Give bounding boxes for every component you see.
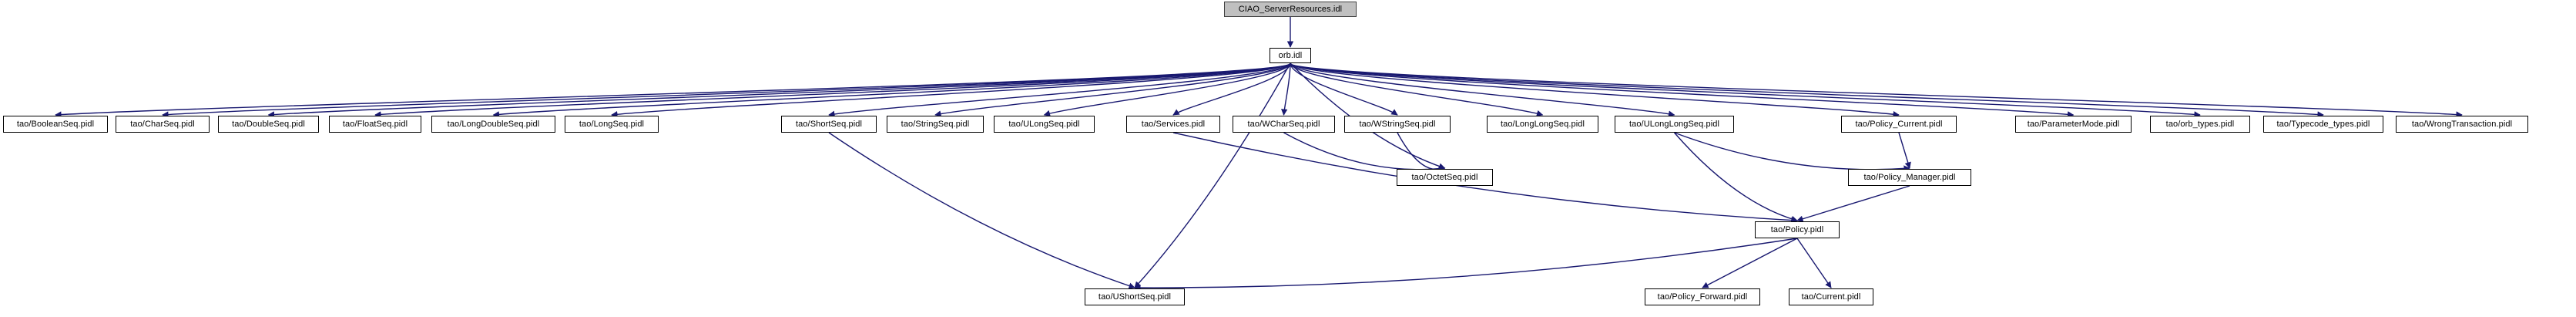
graph-node-label: orb.idl [1278,50,1303,60]
graph-edge [1281,62,1291,116]
graph-edge [1796,185,1910,222]
graph-node[interactable]: tao/Policy_Current.pidl [1841,116,1957,133]
graph-edge [1290,62,2201,118]
graph-edge [1290,62,2324,118]
graph-node[interactable]: orb.idl [1270,48,1311,63]
graph-node-label: tao/LongSeq.pidl [579,119,645,129]
graph-node[interactable]: tao/ULongSeq.pidl [994,116,1095,133]
graph-edge [1796,238,1832,288]
graph-edge [934,62,1291,117]
graph-node[interactable]: tao/LongDoubleSeq.pidl [431,116,555,133]
graph-node-label: tao/Policy.pidl [1770,224,1824,234]
graph-node-label: tao/Typecode_types.pidl [2276,119,2370,129]
graph-edge [1134,238,1798,292]
graph-edge [267,62,1291,118]
graph-node-label: tao/Policy_Current.pidl [1855,119,1943,129]
graph-edge [1702,238,1798,288]
graph-node[interactable]: tao/FloatSeq.pidl [329,116,421,133]
graph-edge [828,62,1291,117]
graph-edge [1290,62,1544,116]
graph-edge [1290,62,2075,118]
graph-node[interactable]: tao/Policy_Forward.pidl [1645,288,1760,305]
graph-node[interactable]: tao/LongLongSeq.pidl [1487,116,1598,133]
graph-node-label: tao/WrongTransaction.pidl [2411,119,2513,129]
graph-node-label: CIAO_ServerResources.idl [1238,4,1343,14]
graph-edge [1674,132,1910,172]
graph-node-label: tao/WCharSeq.pidl [1247,119,1320,129]
graph-edge [492,62,1291,118]
graph-node-label: tao/FloatSeq.pidl [342,119,408,129]
graph-node-label: tao/BooleanSeq.pidl [16,119,95,129]
graph-node-label: tao/Policy_Forward.pidl [1657,292,1748,302]
graph-node-label: tao/ParameterMode.pidl [2027,119,2120,129]
graph-edge [1290,62,2463,118]
graph-node-label: tao/StringSeq.pidl [901,119,970,129]
graph-node-label: tao/ShortSeq.pidl [795,119,863,129]
graph-edge [1290,62,1675,117]
graph-edge [828,132,1135,289]
graph-node[interactable]: tao/WrongTransaction.pidl [2396,116,2528,133]
graph-edge [1290,62,1398,116]
graph-node-label: tao/ULongLongSeq.pidl [1628,119,1720,129]
graph-node[interactable]: tao/DoubleSeq.pidl [218,116,319,133]
graph-node-label: tao/Policy_Manager.pidl [1863,172,1956,182]
graph-node-label: tao/DoubleSeq.pidl [232,119,305,129]
graph-node-root[interactable]: CIAO_ServerResources.idl [1224,2,1357,17]
graph-edge [374,62,1291,118]
graph-node[interactable]: tao/Policy_Manager.pidl [1848,169,1971,186]
graph-node[interactable]: tao/CharSeq.pidl [116,116,210,133]
graph-node[interactable]: tao/Current.pidl [1789,288,1873,305]
graph-node-label: tao/CharSeq.pidl [130,119,195,129]
graph-edge [1043,62,1291,116]
graph-node[interactable]: tao/UShortSeq.pidl [1085,288,1185,305]
graph-node[interactable]: tao/LongSeq.pidl [565,116,659,133]
graph-node-label: tao/Services.pidl [1141,119,1206,129]
graph-node-label: tao/LongDoubleSeq.pidl [447,119,540,129]
graph-edge [1134,62,1291,288]
graph-edge [1898,132,1911,169]
graph-node[interactable]: tao/BooleanSeq.pidl [3,116,108,133]
graph-edge [1283,132,1446,172]
graph-node[interactable]: tao/ShortSeq.pidl [781,116,877,133]
graph-edge [1172,132,1798,224]
graph-node-label: tao/WStringSeq.pidl [1359,119,1436,129]
graph-node[interactable]: tao/WCharSeq.pidl [1233,116,1335,133]
graph-node[interactable]: tao/WStringSeq.pidl [1344,116,1451,133]
graph-node[interactable]: tao/OctetSeq.pidl [1397,169,1493,186]
graph-node-label: tao/orb_types.pidl [2165,119,2235,129]
graph-node-label: tao/Current.pidl [1801,292,1861,302]
graph-node[interactable]: tao/StringSeq.pidl [887,116,984,133]
graph-node-label: tao/LongLongSeq.pidl [1500,119,1585,129]
graph-edge [1673,132,1798,222]
graph-node-label: tao/UShortSeq.pidl [1098,292,1172,302]
graph-node-label: tao/OctetSeq.pidl [1411,172,1478,182]
graph-node-label: tao/ULongSeq.pidl [1008,119,1080,129]
graph-node[interactable]: tao/ParameterMode.pidl [2015,116,2132,133]
graph-edge [611,62,1291,118]
graph-node[interactable]: tao/Services.pidl [1126,116,1220,133]
graph-node[interactable]: tao/ULongLongSeq.pidl [1615,116,1734,133]
graph-edge [1290,62,1900,118]
graph-node[interactable]: tao/Policy.pidl [1755,221,1840,238]
graph-node[interactable]: tao/orb_types.pidl [2150,116,2250,133]
graph-node[interactable]: tao/Typecode_types.pidl [2263,116,2383,133]
